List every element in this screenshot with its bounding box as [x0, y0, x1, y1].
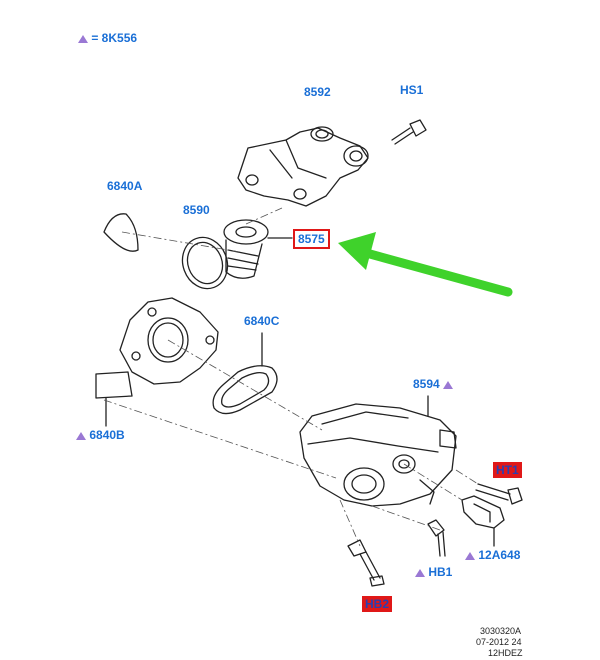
hs1-bolt-drawing [391, 119, 427, 145]
callout-hs1: HS1 [400, 83, 424, 97]
triangle-marker-icon [465, 551, 475, 560]
triangle-marker-icon [78, 34, 88, 43]
thermostat-8575-drawing [223, 219, 293, 279]
callout-hb1: HB1 [415, 565, 452, 579]
thermostat-housing-8594-drawing [299, 395, 457, 507]
callout-hb1-text: HB1 [428, 565, 453, 579]
callout-hb2: HB2 [362, 596, 393, 612]
triangle-marker-icon [415, 568, 425, 577]
cap-6840a-drawing [103, 213, 139, 252]
triangle-marker-icon [443, 380, 454, 389]
callout-ht1: HT1 [493, 462, 522, 478]
callout-6840b-text: 6840B [89, 428, 125, 442]
drawing-reference-code: 3030320A [480, 626, 522, 636]
callout-6840a: 6840A [107, 179, 143, 193]
callout-8592: 8592 [304, 85, 331, 99]
triangle-marker-icon [76, 431, 86, 440]
gasket-6840b-drawing [95, 297, 219, 427]
callout-12a648-text: 12A648 [478, 548, 521, 562]
legend: = 8K556 [78, 31, 137, 45]
callout-8575: 8575 [293, 229, 330, 249]
hb1-bolt-drawing [427, 519, 446, 557]
drawing-variant-code: 12HDEZ [488, 648, 523, 658]
callout-6840b: 6840B [76, 428, 125, 442]
callout-8594: 8594 [413, 377, 454, 391]
callout-6840c: 6840C [244, 314, 280, 328]
callout-8594-text: 8594 [413, 377, 440, 391]
callout-8590: 8590 [183, 203, 210, 217]
highlight-arrow [338, 232, 513, 297]
hb2-bolt-drawing [347, 539, 385, 587]
assembly-centerlines [103, 207, 479, 547]
thermostat-housing-cover-drawing [237, 126, 369, 207]
ht1-bolt-drawing [475, 483, 523, 505]
legend-text: = 8K556 [91, 31, 138, 45]
callout-12a648: 12A648 [465, 548, 520, 562]
drawing-date-code: 07-2012 24 [476, 637, 522, 647]
seal-6840c-drawing [212, 332, 278, 415]
temperature-sensor-12a648-drawing [461, 495, 505, 547]
